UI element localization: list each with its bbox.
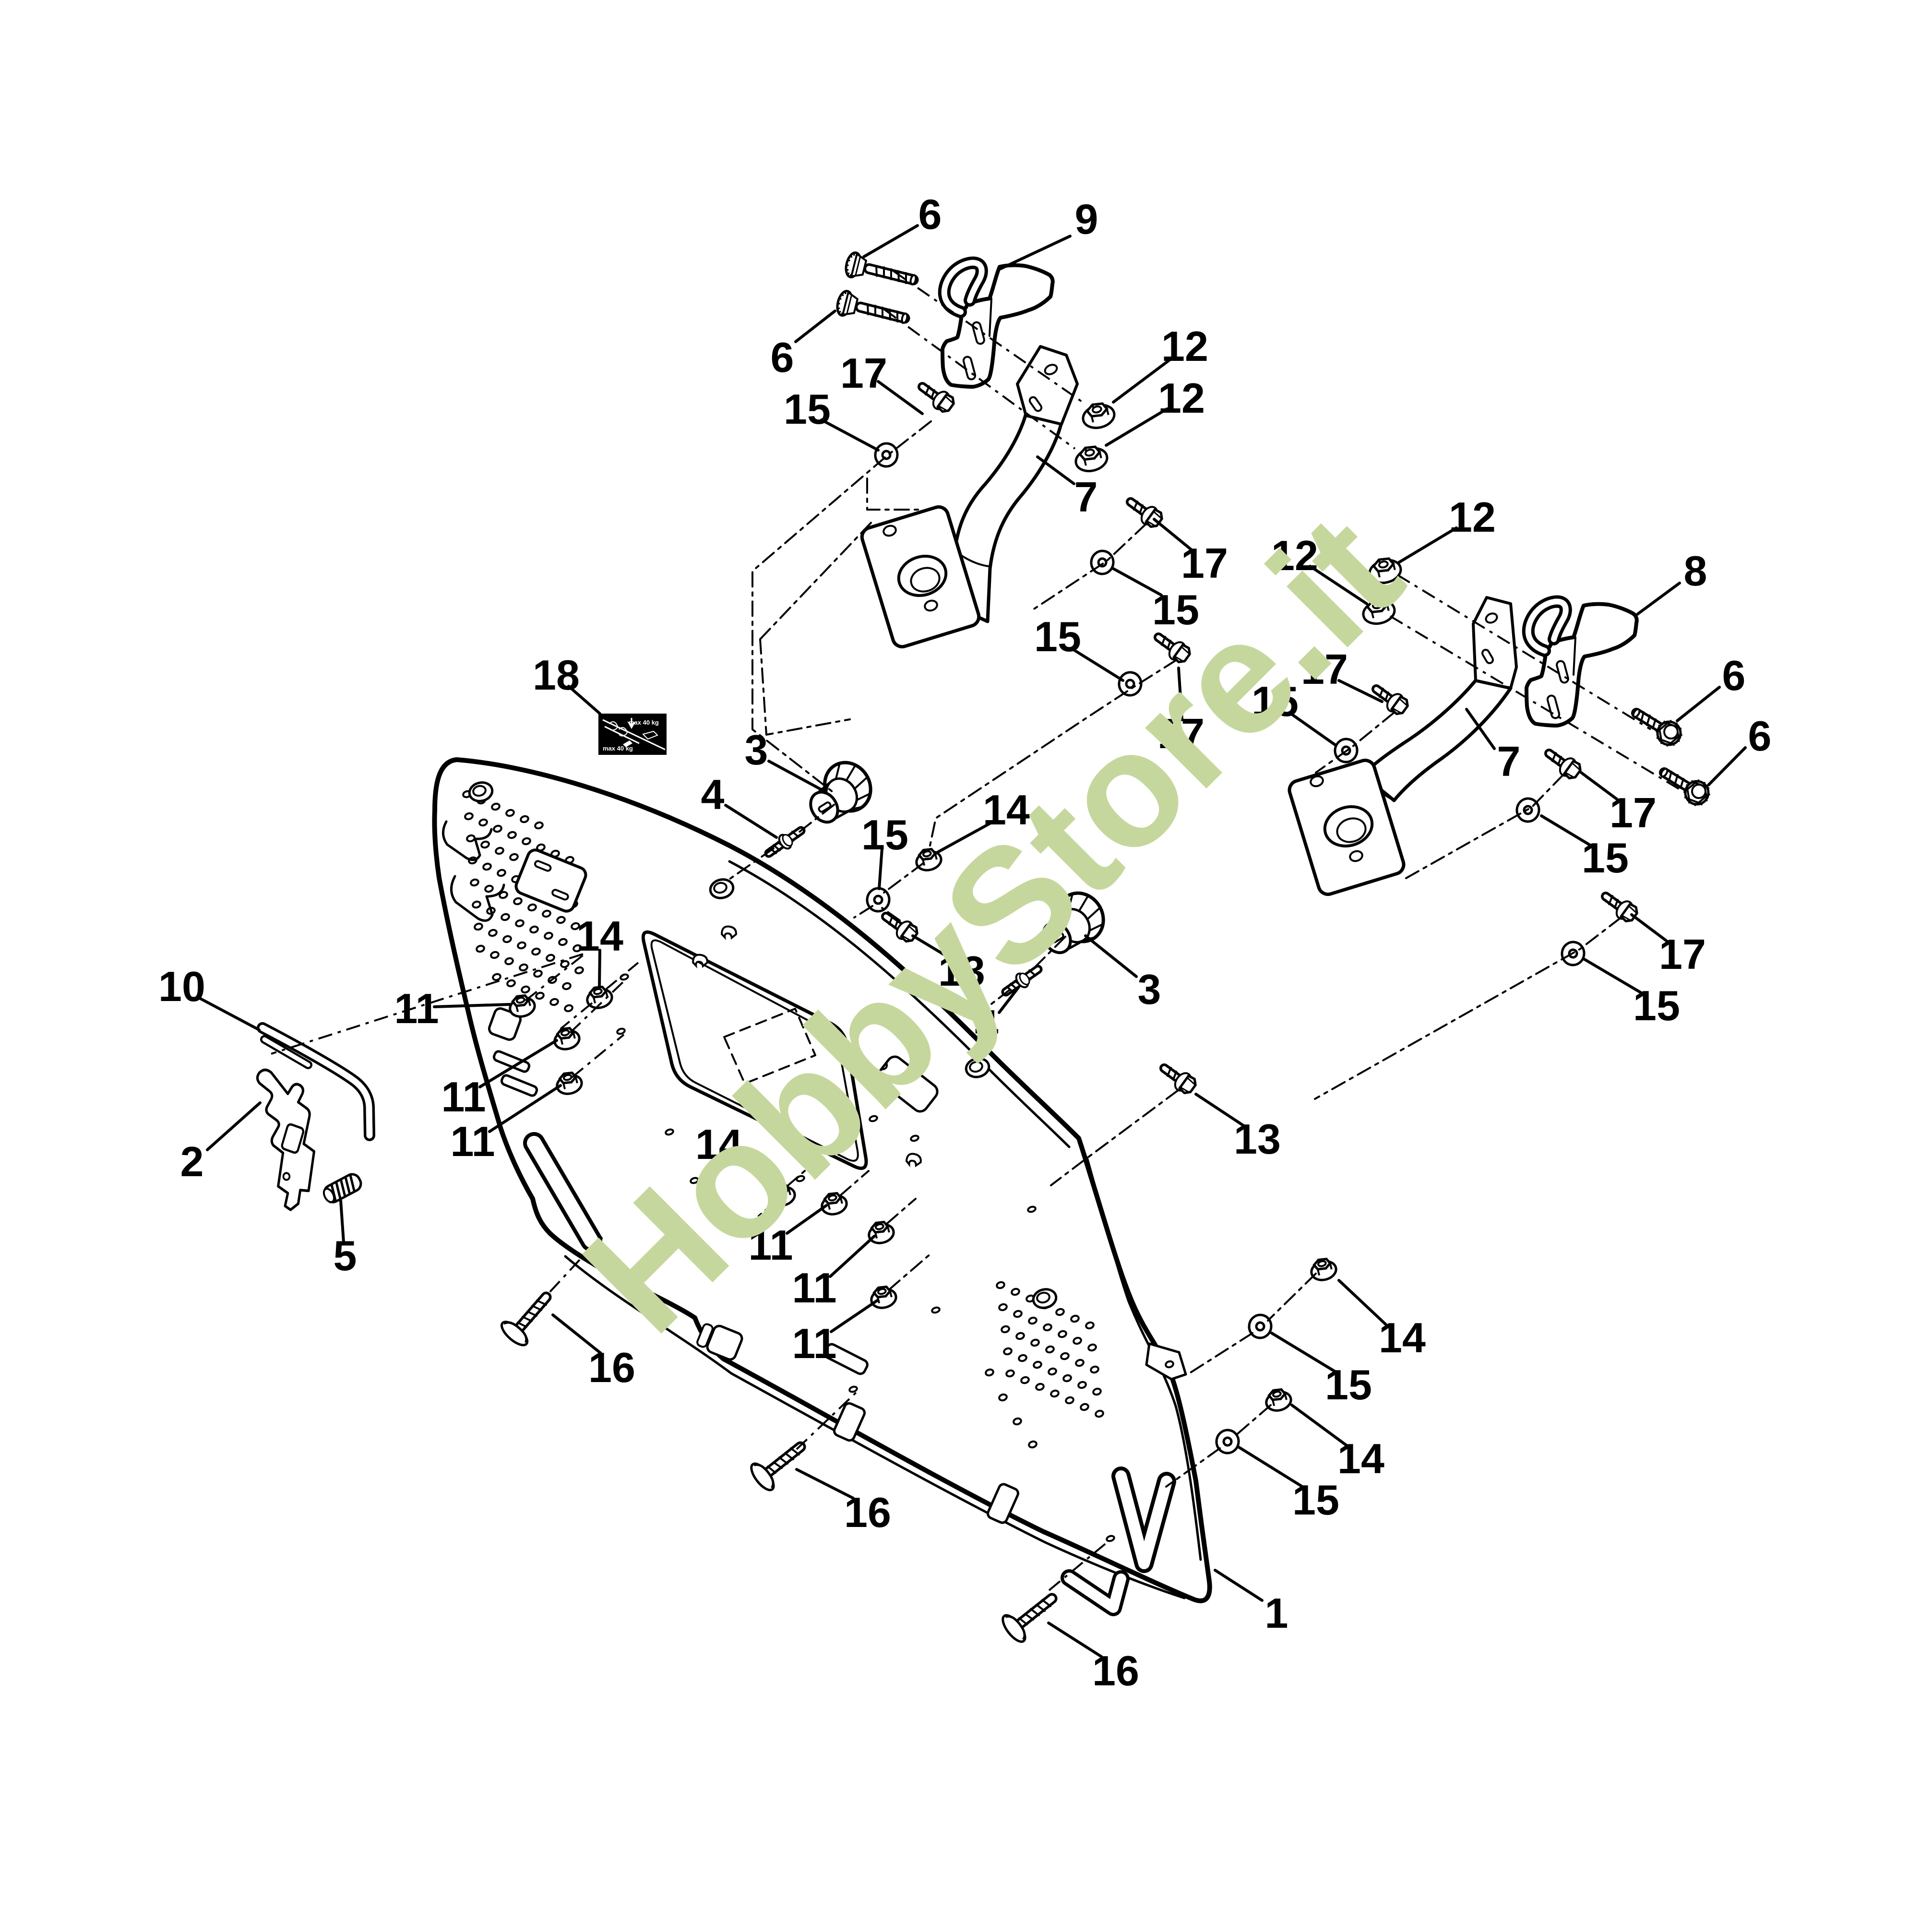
svg-text:13: 13 xyxy=(938,947,985,995)
svg-text:15: 15 xyxy=(1582,834,1629,882)
svg-text:11: 11 xyxy=(441,1073,486,1121)
svg-text:11: 11 xyxy=(748,1221,793,1269)
svg-text:16: 16 xyxy=(1092,1647,1139,1694)
svg-text:11: 11 xyxy=(450,1118,495,1165)
svg-text:8: 8 xyxy=(1684,547,1707,595)
svg-text:14: 14 xyxy=(695,1121,742,1168)
svg-text:5: 5 xyxy=(334,1232,357,1279)
svg-text:9: 9 xyxy=(1075,195,1098,243)
svg-text:14: 14 xyxy=(1337,1435,1384,1482)
svg-text:6: 6 xyxy=(1722,652,1746,699)
svg-text:15: 15 xyxy=(784,385,831,433)
svg-text:7: 7 xyxy=(1074,473,1098,521)
svg-text:11: 11 xyxy=(792,1264,836,1312)
svg-text:15: 15 xyxy=(1325,1361,1372,1408)
svg-text:12: 12 xyxy=(1158,374,1205,422)
svg-text:16: 16 xyxy=(588,1344,635,1391)
svg-text:11: 11 xyxy=(394,985,439,1032)
svg-text:17: 17 xyxy=(840,349,887,397)
svg-text:6: 6 xyxy=(771,334,794,381)
svg-text:15: 15 xyxy=(1633,982,1680,1029)
svg-text:17: 17 xyxy=(1610,789,1657,836)
svg-text:12: 12 xyxy=(1271,532,1318,579)
svg-text:14: 14 xyxy=(1379,1314,1426,1361)
svg-text:3: 3 xyxy=(745,726,768,774)
svg-text:3: 3 xyxy=(1138,966,1161,1013)
svg-text:6: 6 xyxy=(918,191,942,238)
svg-text:17: 17 xyxy=(1301,645,1348,693)
svg-text:max 40 kg: max 40 kg xyxy=(629,719,659,726)
svg-text:10: 10 xyxy=(158,963,205,1010)
svg-text:17: 17 xyxy=(1659,930,1706,978)
svg-text:12: 12 xyxy=(1161,322,1208,370)
svg-text:1: 1 xyxy=(1265,1589,1288,1637)
svg-text:17: 17 xyxy=(1181,539,1228,587)
svg-text:4: 4 xyxy=(975,1001,999,1049)
svg-text:14: 14 xyxy=(576,912,623,960)
svg-text:13: 13 xyxy=(1234,1115,1281,1163)
svg-text:11: 11 xyxy=(792,1320,836,1367)
svg-text:15: 15 xyxy=(1252,678,1299,725)
svg-text:4: 4 xyxy=(701,771,725,818)
svg-text:18: 18 xyxy=(533,651,580,699)
svg-text:15: 15 xyxy=(1034,613,1081,660)
svg-text:17: 17 xyxy=(1157,710,1205,757)
svg-text:16: 16 xyxy=(844,1489,891,1536)
svg-text:15: 15 xyxy=(1292,1476,1339,1524)
svg-text:7: 7 xyxy=(1497,738,1521,785)
svg-text:6: 6 xyxy=(1748,712,1772,760)
svg-text:15: 15 xyxy=(861,811,908,859)
svg-text:15: 15 xyxy=(1152,586,1199,633)
svg-text:12: 12 xyxy=(1449,493,1496,541)
svg-text:14: 14 xyxy=(983,786,1030,834)
svg-text:2: 2 xyxy=(180,1138,204,1185)
svg-text:max 40 kg: max 40 kg xyxy=(603,745,633,752)
